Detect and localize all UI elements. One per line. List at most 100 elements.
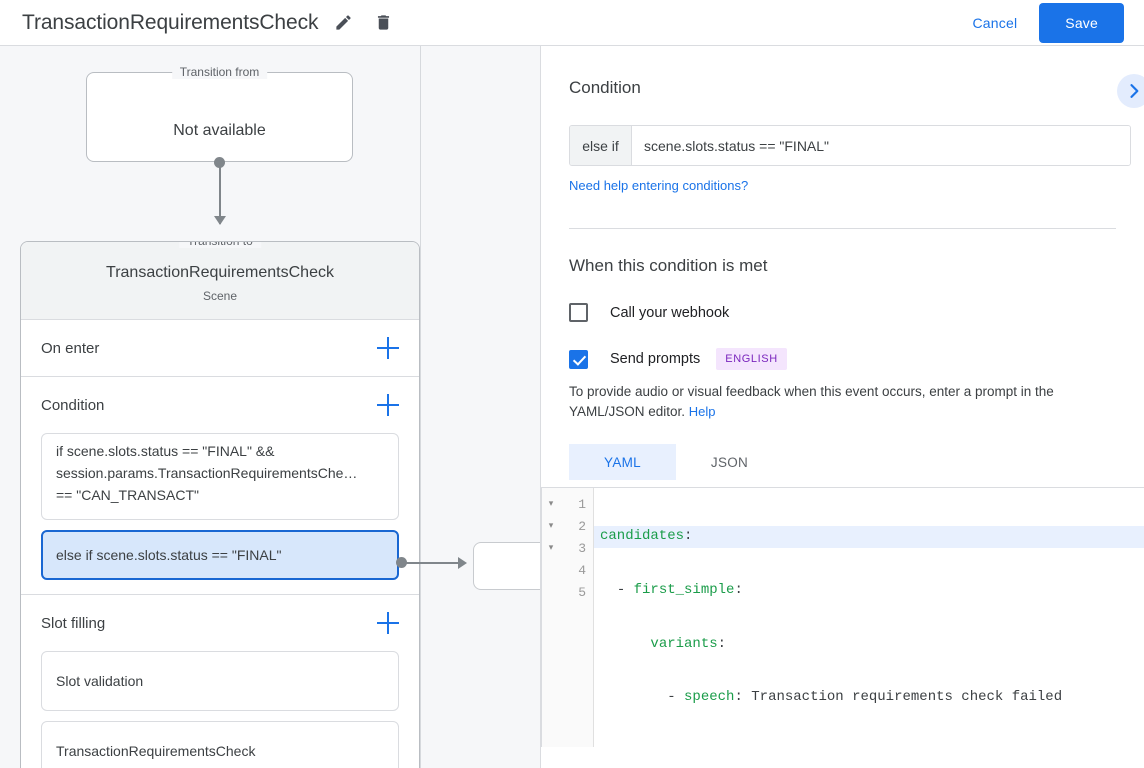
code-line[interactable]: - speech: Transaction requirements check… xyxy=(594,687,1144,709)
transition-to-card[interactable]: Transition to TransactionRequirementsChe… xyxy=(20,241,420,768)
code-key: first_simple xyxy=(633,581,735,598)
code-colon: : xyxy=(684,528,693,544)
line-number: 4 xyxy=(578,562,586,578)
line-number: 3 xyxy=(578,540,586,556)
code-colon: : xyxy=(734,581,743,598)
code-indent xyxy=(600,636,650,652)
target-node-box[interactable] xyxy=(473,542,540,590)
condition-help-row: Need help entering conditions? xyxy=(569,177,1116,195)
webhook-checkbox-label: Call your webhook xyxy=(610,304,730,321)
section-slot-filling-title: Slot filling xyxy=(41,614,106,632)
page-title: TransactionRequirementsCheck xyxy=(22,10,319,34)
details-panel: Condition else if Need help entering con… xyxy=(540,46,1144,768)
code-line[interactable]: variants: xyxy=(594,634,1144,656)
gutter-row[interactable]: 4 xyxy=(542,559,593,581)
connector-arrow-right xyxy=(458,557,467,569)
edit-button[interactable] xyxy=(328,8,358,38)
gutter-row[interactable]: ▾ 1 xyxy=(542,494,593,516)
add-condition-button[interactable] xyxy=(377,394,399,416)
canvas-vertical-divider xyxy=(420,46,421,768)
section-divider xyxy=(569,228,1116,229)
section-slot-filling-header: Slot filling xyxy=(41,595,399,651)
connector-arrow-down xyxy=(214,216,226,225)
send-prompts-checkbox[interactable] xyxy=(569,349,588,369)
prompts-hint-body: To provide audio or visual feedback when… xyxy=(569,384,1054,419)
chevron-right-icon xyxy=(1124,81,1144,101)
condition-help-link[interactable]: Need help entering conditions? xyxy=(569,178,749,193)
editor-format-tabs: YAML JSON xyxy=(569,444,1116,480)
condition-input-row[interactable]: else if xyxy=(569,125,1131,166)
slot-filling-item[interactable]: Slot validation xyxy=(41,651,399,711)
scene-header: TransactionRequirementsCheck Scene xyxy=(21,242,419,320)
when-condition-met-section: When this condition is met Call your web… xyxy=(541,229,1144,747)
code-key: speech xyxy=(684,689,735,706)
send-prompts-checkbox-row[interactable]: Send prompts ENGLISH xyxy=(569,348,1116,370)
code-line[interactable]: - first_simple: xyxy=(594,580,1144,602)
scene-type: Scene xyxy=(202,289,238,303)
section-slot-filling: Slot filling Slot validation Transaction… xyxy=(21,595,419,768)
section-on-enter-title: On enter xyxy=(41,339,100,357)
connector-line-vertical xyxy=(219,163,221,224)
section-condition-header: Condition xyxy=(41,377,399,433)
delete-button[interactable] xyxy=(368,8,398,38)
scene-name: TransactionRequirementsCheck xyxy=(106,264,334,281)
condition-expression-input[interactable] xyxy=(632,126,1130,165)
transition-to-legend: Transition to xyxy=(179,242,261,248)
section-on-enter-header: On enter xyxy=(41,320,399,376)
code-bullet: - xyxy=(616,581,634,598)
condition-section: Condition else if Need help entering con… xyxy=(541,46,1144,229)
tab-yaml[interactable]: YAML xyxy=(569,444,676,480)
condition-item[interactable]: if scene.slots.status == "FINAL" && sess… xyxy=(41,433,399,520)
code-bullet: - xyxy=(667,689,685,706)
webhook-checkbox-row[interactable]: Call your webhook xyxy=(569,303,1116,322)
condition-prefix-label: else if xyxy=(570,126,632,165)
add-slot-filling-button[interactable] xyxy=(377,612,399,634)
fold-toggle-icon[interactable]: ▾ xyxy=(548,499,554,510)
gutter-row[interactable]: 5 xyxy=(542,581,593,603)
gutter-row[interactable]: ▾ 3 xyxy=(542,538,593,560)
line-number: 2 xyxy=(578,519,586,535)
expand-panel-button[interactable] xyxy=(1117,74,1144,108)
connector-dot-top xyxy=(214,157,225,168)
code-colon: : xyxy=(717,635,727,652)
code-key: candidates xyxy=(600,528,685,544)
pencil-icon xyxy=(334,13,353,32)
gutter-row[interactable]: ▾ 2 xyxy=(542,516,593,538)
condition-item-selected[interactable]: else if scene.slots.status == "FINAL" xyxy=(41,530,399,580)
code-line[interactable] xyxy=(594,741,1144,747)
line-number: 5 xyxy=(578,584,586,600)
code-line[interactable]: candidates: xyxy=(594,526,1144,548)
language-badge: ENGLISH xyxy=(716,348,787,370)
fold-toggle-icon[interactable]: ▾ xyxy=(548,542,554,553)
transition-from-box[interactable]: Transition from Not available xyxy=(86,65,353,162)
slot-filling-item[interactable]: TransactionRequirementsCheck xyxy=(41,721,399,768)
top-toolbar: TransactionRequirementsCheck Cancel Save xyxy=(0,0,1144,46)
transition-from-legend: Transition from xyxy=(171,65,268,79)
prompts-hint-text: To provide audio or visual feedback when… xyxy=(569,382,1116,422)
connector-dot-condition xyxy=(396,557,407,568)
code-indent xyxy=(600,689,667,705)
editor-gutter: ▾ 1 ▾ 2 ▾ 3 4 xyxy=(542,488,594,747)
flow-canvas[interactable]: Transition from Not available Transition… xyxy=(0,46,540,768)
save-button[interactable]: Save xyxy=(1039,2,1124,43)
code-key: variants xyxy=(650,635,718,652)
section-condition: Condition if scene.slots.status == "FINA… xyxy=(21,377,419,595)
connector-line-horizontal xyxy=(404,562,459,564)
editor-code-area[interactable]: candidates: - first_simple: variants: - … xyxy=(594,488,1144,747)
code-indent xyxy=(600,582,617,598)
cancel-button[interactable]: Cancel xyxy=(961,6,1030,40)
fold-toggle-icon[interactable]: ▾ xyxy=(548,521,554,532)
when-met-title: When this condition is met xyxy=(569,256,768,275)
prompt-code-editor[interactable]: ▾ 1 ▾ 2 ▾ 3 4 xyxy=(541,487,1144,747)
send-prompts-checkbox-label: Send prompts xyxy=(610,351,701,367)
section-on-enter: On enter xyxy=(21,320,419,377)
trash-icon xyxy=(374,13,393,32)
add-on-enter-button[interactable] xyxy=(377,337,399,359)
prompts-help-link[interactable]: Help xyxy=(688,404,716,419)
condition-section-title: Condition xyxy=(569,78,641,97)
tab-json[interactable]: JSON xyxy=(710,454,749,470)
line-number: 1 xyxy=(578,497,586,513)
code-value: Transaction requirements check failed xyxy=(742,689,1063,706)
webhook-checkbox[interactable] xyxy=(569,303,588,322)
